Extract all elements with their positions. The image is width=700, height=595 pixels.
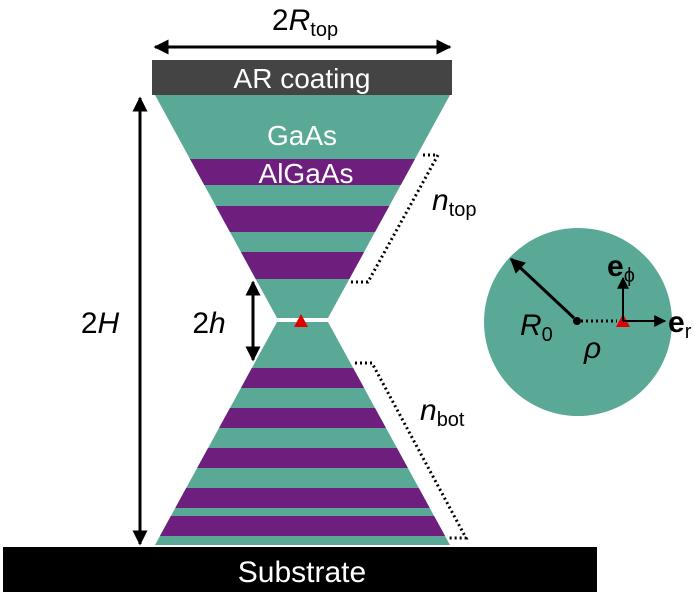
bottom-cone-gaas xyxy=(155,322,450,545)
radius-label: R0 xyxy=(520,309,553,346)
algaas-label: AlGaAs xyxy=(259,158,354,189)
algaas-layer-bot-2 xyxy=(155,408,450,428)
algaas-layer-bot-4 xyxy=(155,488,450,508)
algaas-layer-bot-3 xyxy=(155,448,450,468)
rho-label: ρ xyxy=(583,332,601,365)
gaas-label: GaAs xyxy=(267,120,337,151)
cross-section: R0 ρ eϕ er xyxy=(484,228,692,416)
algaas-layer-bot-5 xyxy=(155,516,450,536)
height-dimension-label: 2H xyxy=(81,307,120,340)
algaas-layer-top-3 xyxy=(155,252,450,279)
substrate-layer xyxy=(3,547,597,592)
quantum-dot-emitter-icon xyxy=(294,314,308,327)
algaas-layer-top-1 xyxy=(155,159,450,185)
n-bot-bracket xyxy=(355,361,469,540)
ar-coating-label: AR coating xyxy=(234,63,371,94)
e-r-label: er xyxy=(668,306,692,343)
n-top-label: ntop xyxy=(432,184,477,221)
r-top-dimension-label: 2Rtop xyxy=(272,4,338,41)
gap-dimension-label: 2h xyxy=(192,307,225,340)
center-dot xyxy=(573,317,581,325)
substrate-label: Substrate xyxy=(238,556,366,589)
bottom-cone xyxy=(155,322,450,545)
radius-arrow xyxy=(509,257,576,320)
n-bot-label: nbot xyxy=(420,394,465,431)
algaas-layer-top-2 xyxy=(155,206,450,232)
e-phi-label: eϕ xyxy=(607,250,635,287)
algaas-layer-bot-1 xyxy=(155,368,450,388)
ar-coating-layer xyxy=(152,60,452,95)
